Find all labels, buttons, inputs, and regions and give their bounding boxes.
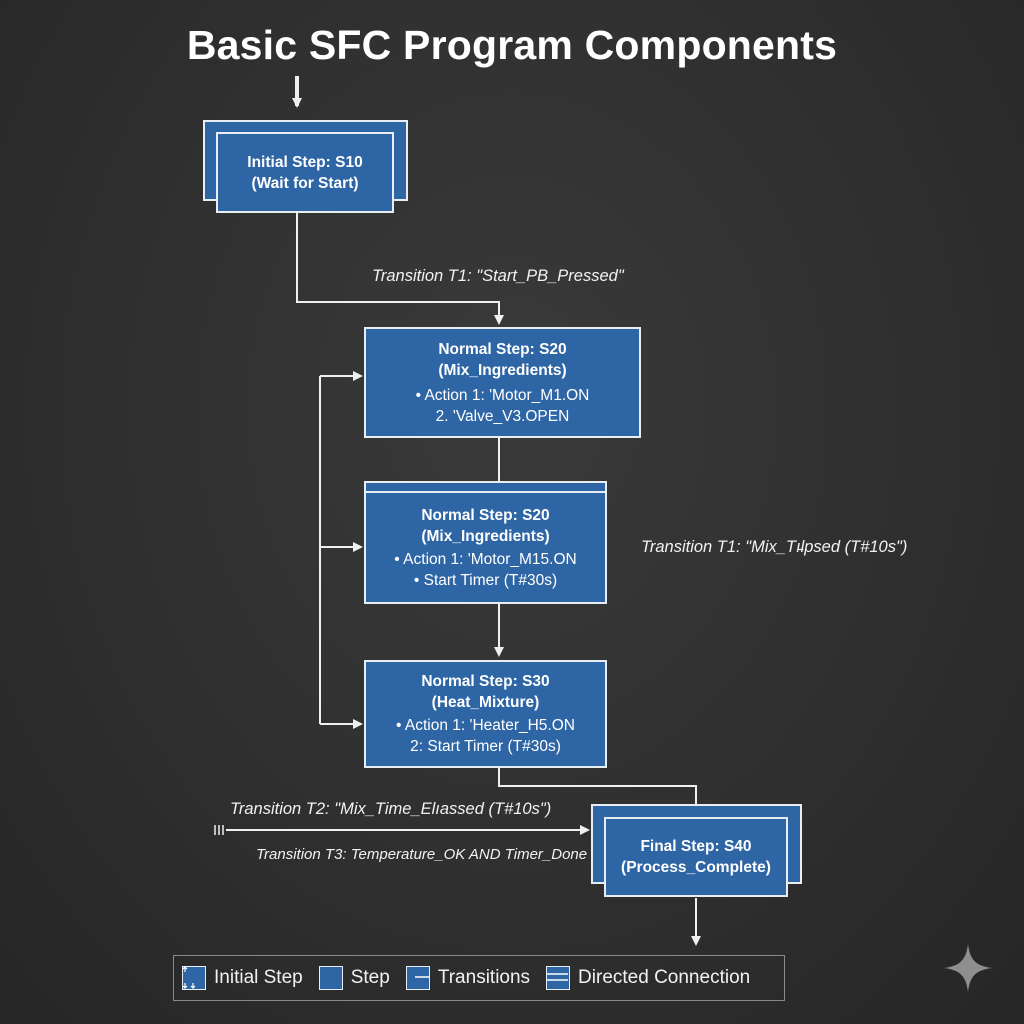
initial-step-legend-icon [182,966,206,990]
legend-item-initial-step: Initial Step [182,966,303,990]
legend-label: Transitions [437,967,531,988]
normal-step-s30[interactable]: Normal Step: S30 (Heat_Mixture) • Action… [364,660,607,768]
step-label: (Mix_Ingredients) [421,527,550,545]
sparkle-icon [944,944,992,992]
step-name: Normal Step: S20 [438,340,567,358]
transition-t3-label: Transition T3: Temperature_OK AND Timer_… [256,846,588,863]
legend-label: Directed Connection [578,967,751,988]
initial-step-s10[interactable]: Initial Step: S10 (Wait for Start) [216,132,394,213]
legend: Initial Step Step Transitions Directed C… [173,955,785,1001]
step-label: (Mix_Ingredients) [438,361,567,379]
step-action: • Action 1: 'Motor_M15.ON [394,550,577,568]
legend-item-transitions: Transitions [405,966,531,990]
final-step-s40[interactable]: Final Step: S40 (Process_Complete) [604,817,788,897]
legend-item-step: Step [318,966,390,990]
transition-legend-icon [405,966,430,990]
step-action: 2: Start Timer (T#30s) [410,738,561,755]
normal-step-s20-b[interactable]: Normal Step: S20 (Mix_Ingredients) • Act… [364,481,607,604]
step-top-bar [366,491,605,493]
step-action: • Start Timer (T#30s) [413,571,558,589]
step-label: (Process_Complete) [621,859,771,876]
wire-s30-s40 [498,768,701,814]
step-legend-icon [318,966,343,990]
transition-t1-label: Transition T1: "Start_PB_Pressed" [372,267,624,285]
step-name: Normal Step: S30 [421,673,550,690]
step-name: Normal Step: S20 [421,506,550,524]
transition-t2-label: Transition T2: "Mix_Time_Elıassed (T#10s… [230,800,552,818]
step-name: Initial Step: S10 [247,153,363,171]
transition-t1-right-label: Transition T1: "Mix_Tı̵lpsed (T#10s") [641,538,908,556]
step-action: • Action 1: 'Heater_H5.ON [396,717,575,734]
directed-connection-legend-icon [546,966,571,990]
normal-step-s20-a[interactable]: Normal Step: S20 (Mix_Ingredients) • Act… [364,327,641,438]
wire-s10-s20a [296,212,504,325]
step-label: (Wait for Start) [251,174,359,192]
step-label: (Heat_Mixture) [431,694,540,711]
step-action: • Action 1: 'Motor_M1.ON [415,386,590,404]
legend-label: Initial Step [214,967,303,988]
page-title: Basic SFC Program Components [186,22,838,68]
step-name: Final Step: S40 [640,838,752,855]
legend-item-directed-connection: Directed Connection [546,966,750,990]
legend-label: Step [350,967,390,988]
step-action: 2. 'Valve_V3.OPEN [435,407,570,425]
